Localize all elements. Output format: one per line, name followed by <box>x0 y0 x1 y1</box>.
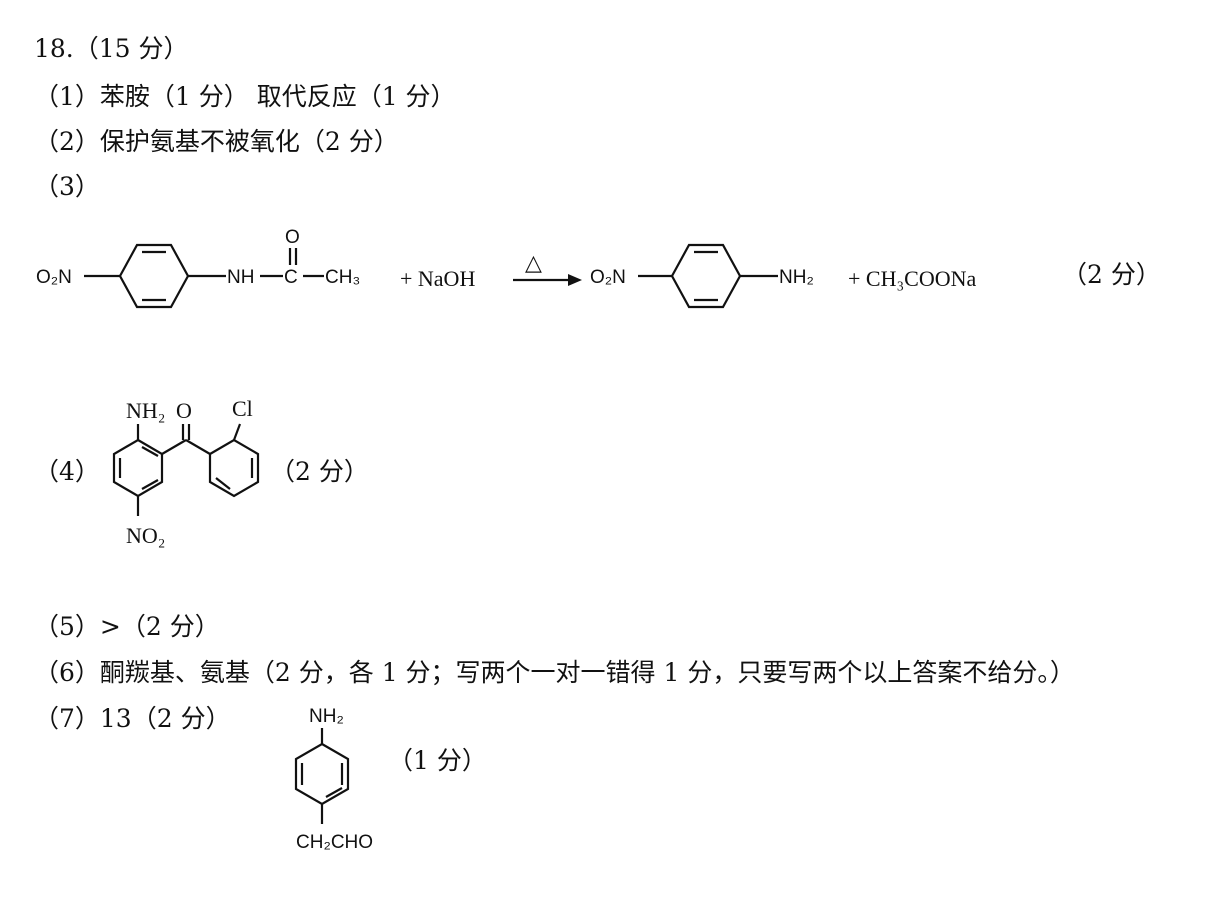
reactant-c-label: C <box>284 267 298 288</box>
s7-ch2cho-label: CH₂CHO <box>296 832 373 853</box>
answer-4-score: （2 分） <box>270 457 369 486</box>
s4-nh2-label: NH₂ <box>126 398 165 423</box>
s4-cl-label: Cl <box>232 396 253 421</box>
answer-2: （2）保护氨基不被氧化（2 分） <box>34 127 399 156</box>
plus-ch3coona: + CH₃COONa <box>848 266 976 291</box>
s4-no2-label: NO₂ <box>126 523 165 548</box>
heat-symbol: △ <box>525 250 542 275</box>
reaction-score: （2 分） <box>1062 260 1161 289</box>
product-structure: O₂N NH₂ <box>590 243 814 309</box>
s7-nh2-label: NH₂ <box>309 706 344 727</box>
answer-6: （6）酮羰基、氨基（2 分，各 1 分；写两个一对一错得 1 分，只要写两个以上… <box>34 658 1075 687</box>
reactant-o-label: O <box>285 227 300 248</box>
structure-7: NH₂ CH₂CHO <box>294 706 373 853</box>
structure-4: NH₂ O Cl NO₂ <box>112 396 260 548</box>
reactant-ch3-label: CH₃ <box>325 267 360 288</box>
heat-arrow: △ <box>513 250 582 286</box>
answer-7-score: （1 分） <box>388 746 487 775</box>
product-nh2-label: NH₂ <box>779 267 814 288</box>
answer-1: （1）苯胺（1 分） 取代反应（1 分） <box>34 82 456 111</box>
product-o2n-label: O₂N <box>590 267 626 288</box>
reactant-nh-label: NH <box>227 267 254 288</box>
plus-naoh: + NaOH <box>400 266 475 291</box>
answer-3-label: （3） <box>34 172 100 201</box>
answer-4-label: （4） <box>34 457 100 486</box>
reactant-structure: O₂N NH C O CH₃ <box>36 227 360 309</box>
question-number: 18.（15 分） <box>34 34 189 63</box>
answer-7: （7）13（2 分） <box>34 704 231 733</box>
answer-5: （5）>（2 分） <box>34 612 220 641</box>
reactant-o2n-label: O₂N <box>36 267 72 288</box>
s4-o-label: O <box>176 398 192 423</box>
